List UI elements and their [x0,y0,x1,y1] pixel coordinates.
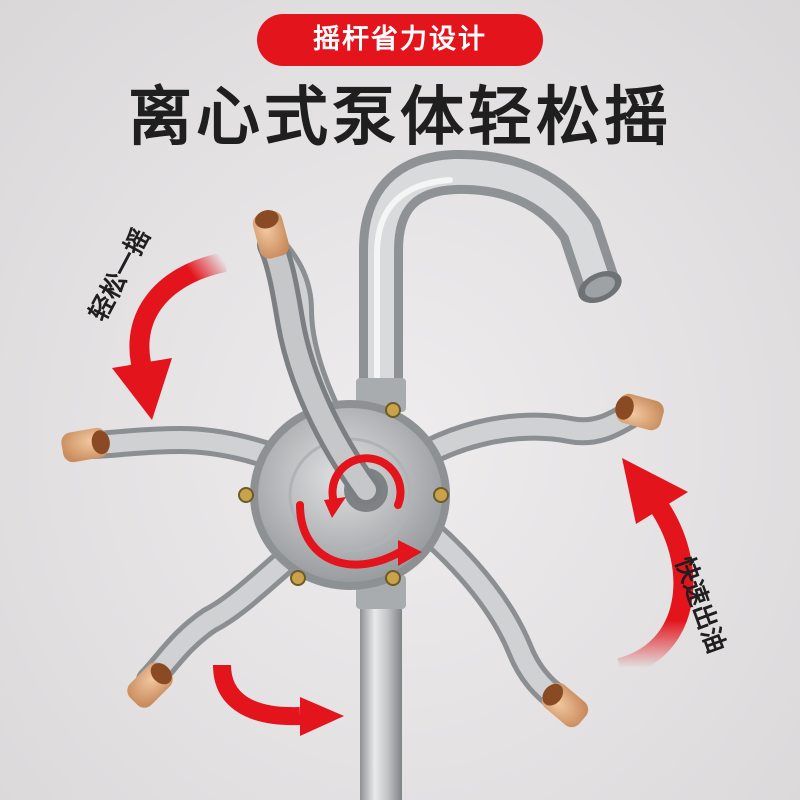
handle-knobs [61,210,664,728]
lower-pipe [360,590,402,800]
left-curved-arrow [112,252,228,420]
right-curved-arrow [617,458,694,678]
bottom-curved-arrow [213,664,344,736]
spout-pipe [356,149,622,609]
crank-handle [257,230,381,505]
headline: 离心式泵体轻松摇 [128,81,672,155]
center-rotation-arrows [296,454,422,569]
feature-badge: 摇杆省力设计 [257,14,543,66]
